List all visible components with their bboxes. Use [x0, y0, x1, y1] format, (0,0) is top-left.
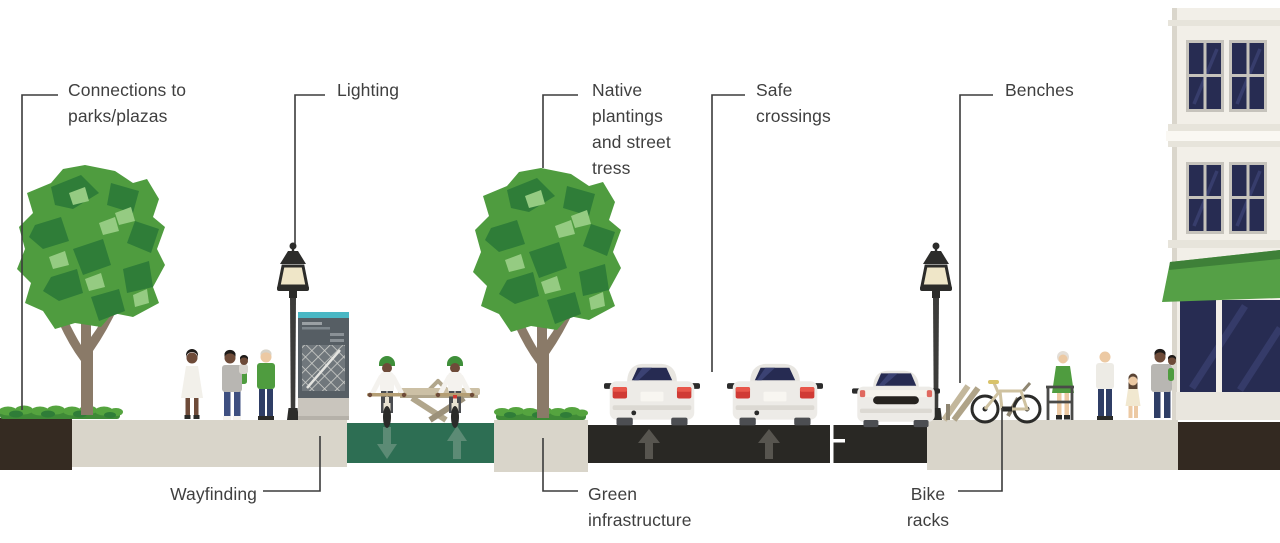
cyclist-away [435, 356, 475, 428]
sidewalk-left [72, 420, 347, 467]
planter-bed [0, 418, 72, 470]
median-planter [494, 420, 588, 472]
wayfinding-kiosk [298, 312, 349, 420]
lane-divider [830, 425, 845, 463]
bike-lane [347, 423, 494, 463]
storefront-windows [1180, 300, 1280, 392]
callout-lines [21, 94, 1003, 492]
storefront-building [1162, 8, 1280, 420]
label-safe-crossings: Safe crossings [756, 80, 831, 126]
ground [0, 418, 1280, 472]
walker [1046, 385, 1074, 420]
grass-strip-left [0, 405, 123, 419]
car-rear [604, 363, 700, 426]
pedestrian-elderly-walker [1046, 351, 1074, 420]
street-tree-median [473, 168, 621, 418]
pedestrian-with-child [1151, 348, 1176, 418]
window [1227, 38, 1269, 114]
callout-line-benches [959, 94, 993, 383]
road-arrows [638, 429, 780, 459]
pedestrian [181, 349, 203, 419]
bench-right [941, 384, 981, 422]
label-bike-racks: Bike racks [906, 484, 950, 530]
callout-line-wayfinding [263, 436, 321, 492]
sidewalk-right [927, 420, 1178, 470]
car-front [852, 370, 940, 428]
callout-line-connections [21, 94, 58, 410]
window [1184, 160, 1226, 236]
bicycle [970, 380, 1042, 424]
window [1227, 160, 1269, 236]
label-benches: Benches [1005, 80, 1074, 100]
label-green-infrastructure: Green infrastructure [588, 484, 692, 530]
callout-line-lighting [294, 94, 325, 244]
pedestrian-with-child [222, 349, 248, 420]
callout-line-safe-crossings [711, 94, 745, 372]
callout-line-native-plantings [542, 94, 578, 168]
label-native-plantings: Native plantings and street tress [592, 80, 671, 178]
car-rear [727, 363, 823, 426]
cornice [1168, 20, 1280, 26]
awning [1162, 250, 1280, 302]
road [588, 425, 927, 463]
pedestrian-group-right [1046, 348, 1176, 420]
storefront-sill [1176, 392, 1280, 420]
cornice [1168, 240, 1280, 248]
building-base [1178, 422, 1280, 470]
cyclist-toward [367, 356, 407, 428]
pedestrian [257, 349, 275, 420]
callout-line-green-infrastructure [542, 438, 578, 492]
label-wayfinding: Wayfinding [170, 484, 257, 504]
pedestrian-group-left [181, 349, 275, 420]
pedestrian-child [1125, 373, 1141, 418]
pedestrian [1096, 351, 1114, 420]
bike-lane-arrows [377, 426, 467, 459]
window [1184, 38, 1226, 114]
label-lighting: Lighting [337, 80, 400, 100]
callout-line-bike-racks [958, 408, 1003, 492]
label-connections: Connections to parks/plazas [68, 80, 187, 126]
cornice [1168, 124, 1280, 131]
street-tree-left [17, 165, 165, 415]
